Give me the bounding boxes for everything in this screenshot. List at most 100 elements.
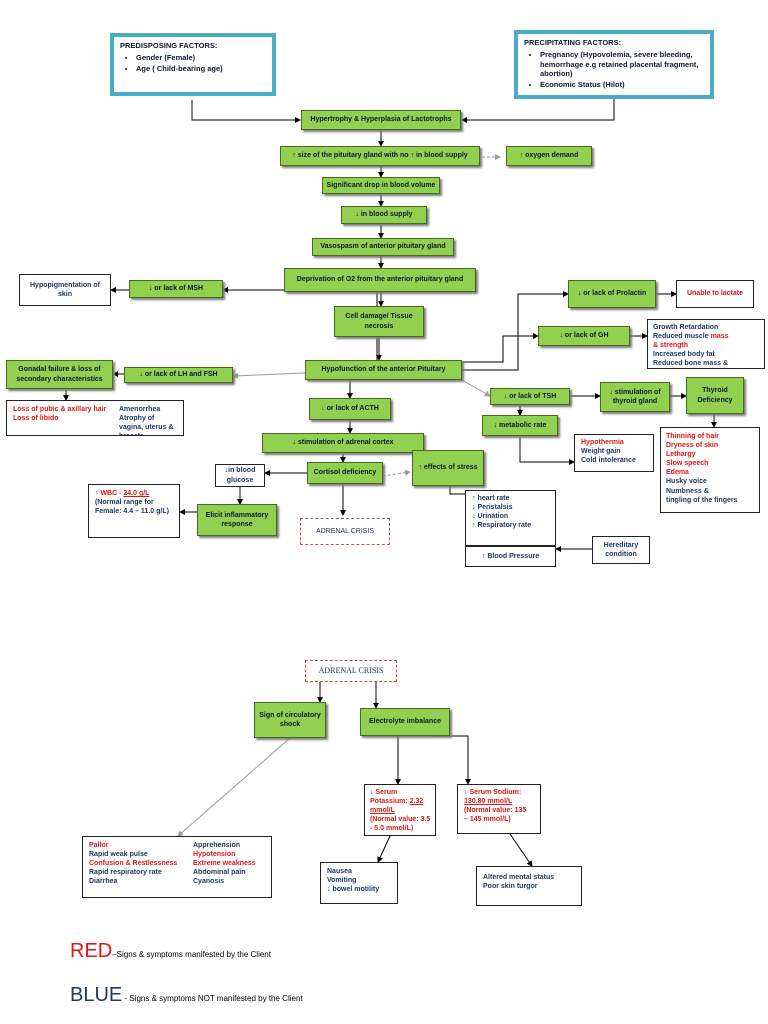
wbc-label: ↑ WBC - bbox=[95, 490, 124, 497]
potassium-line: Potassium: bbox=[370, 798, 410, 806]
potassium-unit: mmol/L bbox=[370, 807, 395, 815]
wbc-value: 24.0 g/L bbox=[123, 490, 150, 497]
predisposing-title: PREDISPOSING FACTORS: bbox=[120, 41, 218, 50]
legend-red-word: RED bbox=[70, 940, 113, 962]
shock-signs-left: Pallor Rapid weak pulse Confusion & Rest… bbox=[89, 841, 177, 886]
symptom-line: vagina, uterus & bbox=[119, 424, 174, 432]
thyroid-effects-box: Thinning of hair Dryness of skin Letharg… bbox=[660, 427, 760, 513]
node-unable-lactate: Unable to lactate bbox=[676, 280, 754, 308]
edge-hypo-tsh bbox=[461, 379, 491, 397]
node-hypofunction: Hypofunction of the anterior Pituitary bbox=[305, 360, 462, 380]
symptom-line: & strength bbox=[653, 342, 688, 350]
edge-hypo-gh bbox=[462, 333, 539, 363]
node-adrenal-crisis-1: ADRENAL CRISIS bbox=[300, 518, 390, 545]
wbc-box: ↑ WBC - 24.0 g/L (Normal range for Femal… bbox=[88, 484, 180, 538]
gh-effects-box: Growth Retardation Reduced muscle mass &… bbox=[647, 319, 765, 369]
symptom-line: Husky voice bbox=[666, 478, 707, 486]
node-thyroid-stim: ↓ stimulation of thyroid gland bbox=[600, 382, 670, 412]
wbc-normal: Female: 4.4 – 11.0 g/L) bbox=[95, 508, 169, 516]
edge-circ-signs bbox=[177, 737, 291, 837]
symptom-line: Atrophy of bbox=[119, 415, 155, 423]
node-gonadal: Gonadal failure & loss of secondary char… bbox=[6, 360, 113, 389]
legend-blue: BLUE - Signs & symptoms NOT manifested b… bbox=[70, 984, 303, 1007]
gonadal-effects-box: Loss of pubic & axillary hair Loss of li… bbox=[6, 400, 184, 436]
sodium-line: – 145 mmol/L) bbox=[464, 816, 511, 824]
symptom-line: Confusion & Restlessness bbox=[89, 860, 178, 868]
edge-precipitating-hypertrophy bbox=[461, 98, 615, 123]
symptom-line: Cyanosis bbox=[193, 878, 225, 886]
gonadal-effects-right: Amenorrhea Atrophy of vagina, uterus & b… bbox=[119, 405, 174, 435]
node-inflammatory: Elicit inflammatory response bbox=[197, 504, 277, 536]
node-tsh: ↓ or lack of TSH bbox=[490, 388, 570, 405]
symptom-line: Hypotension bbox=[193, 851, 236, 859]
symptom-line: Numbness & bbox=[666, 487, 709, 495]
symptom-line: Cold intolerance bbox=[581, 457, 636, 465]
node-adrenal-crisis-2: ADRENAL CRISIS bbox=[305, 660, 397, 682]
legend-red: RED–Signs & symptoms manifested by the C… bbox=[70, 940, 271, 963]
shock-signs-right: Apprehension Hypotension Extreme weaknes… bbox=[193, 841, 256, 886]
symptom-line: Diarrhea bbox=[89, 878, 118, 886]
sodium-line: (Normal value: 135 bbox=[464, 807, 527, 815]
symptom-line: Growth Retardation bbox=[653, 324, 719, 331]
edge-cortisol-stress bbox=[382, 469, 411, 477]
node-blood-supply: ↓ in blood supply bbox=[341, 206, 427, 224]
node-msh: ↓ or lack of MSH bbox=[129, 280, 223, 298]
node-vasospasm: Vasospasm of anterior pituitary gland bbox=[312, 238, 454, 256]
precipitating-item: Pregnancy (Hypovolemia, severe bleeding,… bbox=[540, 50, 704, 79]
legend-blue-word: BLUE bbox=[70, 984, 123, 1006]
symptom-line: Edema bbox=[666, 469, 689, 477]
symptom-line: Lethargy bbox=[666, 451, 696, 459]
legend-blue-text: - Signs & symptoms NOT manifested by the… bbox=[122, 994, 303, 1003]
potassium-value: 2.32 bbox=[409, 798, 424, 806]
symptom-line: Extreme weakness bbox=[193, 860, 256, 868]
symptom-line: Weight gain bbox=[581, 448, 621, 456]
potassium-line: ↓ Serum bbox=[370, 789, 398, 796]
node-pituitary-size: ↑ size of the pituitary gland with no ↑ … bbox=[280, 146, 480, 166]
precipitating-factors-box: PRECIPITATING FACTORS: Pregnancy (Hypovo… bbox=[514, 30, 714, 99]
node-hypertrophy: Hypertrophy & Hyperplasia of Lactotrophs bbox=[301, 110, 461, 130]
symptom-line: breasts bbox=[119, 432, 173, 435]
symptom-line: Poor skin turgor bbox=[483, 883, 538, 891]
shock-signs-box: Pallor Rapid weak pulse Confusion & Rest… bbox=[82, 836, 272, 898]
node-adrenal-stim: ↓ stimulation of adrenal cortex bbox=[262, 433, 424, 453]
symptom-line: ↓ Urination bbox=[472, 513, 509, 521]
potassium-line: (Normal value: 3.5 bbox=[370, 816, 431, 824]
node-thyroid-def: Thyroid Deficiency bbox=[686, 377, 744, 414]
node-cortisol: Cortisol deficiency bbox=[307, 462, 383, 484]
edge-sodium-effects bbox=[509, 833, 533, 867]
symptom-line: Apprehension bbox=[193, 842, 241, 849]
node-lh-fsh: ↓ or lack of LH and FSH bbox=[124, 367, 233, 383]
node-glucose: ↓in blood glucose bbox=[215, 464, 265, 487]
node-electrolyte: Electrolyte imbalance bbox=[360, 708, 450, 736]
metabolic-effects-box: Hypothermia Weight gain Cold intolerance bbox=[574, 434, 654, 472]
symptom-line: ↑ Respiratory rate bbox=[472, 522, 532, 530]
legend-red-text: –Signs & symptoms manifested by the Clie… bbox=[112, 950, 271, 959]
node-oxygen-demand: ↑ oxygen demand bbox=[506, 146, 592, 166]
edge-hypo-prolactin bbox=[462, 291, 569, 371]
symptom-line: Reduced muscle bbox=[653, 333, 711, 341]
potassium-line: - 5.0 mmol/L) bbox=[370, 825, 414, 833]
node-hypopigmentation: Hypopigmentation of skin bbox=[19, 274, 111, 306]
node-deprivation: Deprivation of O2 from the anterior pitu… bbox=[284, 268, 476, 292]
symptom-line: Abdominal pain bbox=[193, 869, 246, 877]
node-prolactin: ↓ or lack of Prolactin bbox=[568, 280, 656, 308]
predisposing-item: Age ( Child-bearing age) bbox=[136, 64, 266, 74]
potassium-box: ↓ Serum Potassium: 2.32 mmol/L (Normal v… bbox=[364, 784, 436, 836]
symptom-line: Increased body fat bbox=[653, 351, 715, 359]
gonadal-effects-left: Loss of pubic & axillary hair Loss of li… bbox=[13, 405, 106, 423]
symptom-line-highlight: mass bbox=[710, 333, 729, 341]
symptom-line: Amenorrhea bbox=[119, 406, 161, 413]
node-stress: ↑ effects of stress bbox=[412, 450, 484, 486]
precipitating-item: Economic Status (Hilot) bbox=[540, 80, 704, 90]
wbc-normal: (Normal range for bbox=[95, 499, 154, 507]
node-blood-pressure: ↑ Blood Pressure bbox=[465, 546, 556, 567]
node-acth: ↓ or lack of ACTH bbox=[309, 398, 391, 420]
symptom-line: ↑ heart rate bbox=[472, 495, 510, 502]
node-circulatory-shock: Sign of circulatory shock bbox=[254, 702, 326, 738]
symptom-line: Dryness of skin bbox=[666, 442, 719, 450]
edge-elec-sodium bbox=[430, 735, 471, 785]
symptom-line: Reduced bone mass & bbox=[653, 360, 729, 368]
symptom-line: Loss of pubic & axillary hair bbox=[13, 406, 107, 413]
node-gh: ↓ or lack of GH bbox=[538, 326, 630, 346]
stress-effects-box: ↑ heart rate ↓ Peristalsis ↓ Urination ↑… bbox=[465, 490, 556, 546]
